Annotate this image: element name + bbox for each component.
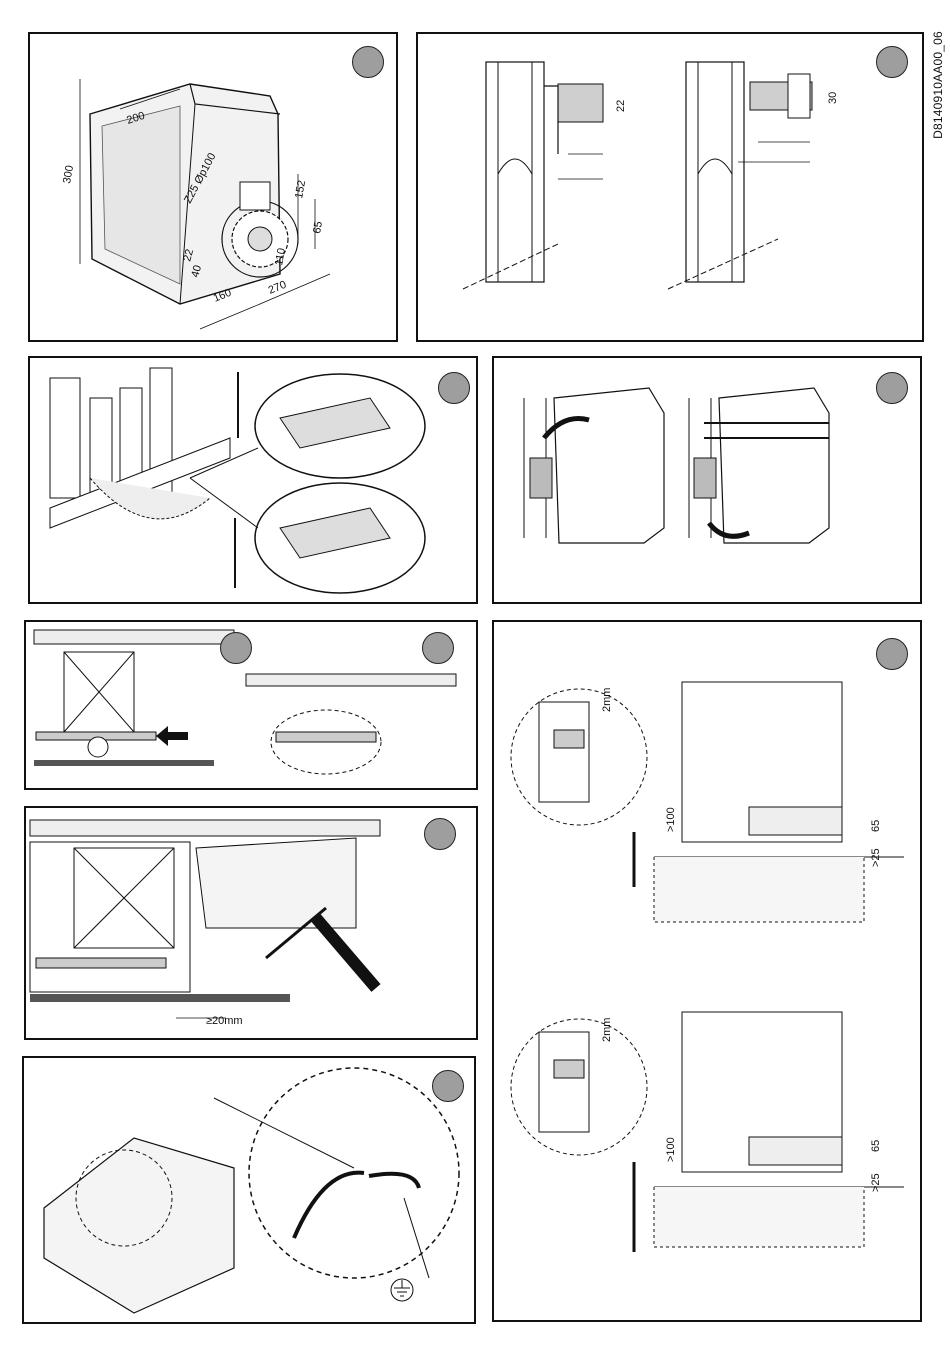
ground-symbol-icon (391, 1279, 413, 1301)
foundation-plate-drawing (30, 358, 478, 604)
dim-270: 270 (267, 279, 289, 297)
step-badge-1 (352, 46, 384, 78)
wiring-drawing (24, 1058, 476, 1324)
rack-gap-label: ≥20mm (206, 1015, 243, 1027)
top-min-depth-label: >100 (665, 807, 677, 832)
panel-wiring (22, 1056, 476, 1324)
panel-foundation-plate (28, 356, 478, 604)
top-gap-label: 2mm (601, 688, 613, 712)
step-badge-2 (876, 46, 908, 78)
bottom-embed-label: >25 (870, 1173, 882, 1192)
base-installation-drawing: 2mm >100 65 >25 2mm >100 65 >25 (494, 622, 922, 1322)
rack-mounting-drawing: 22 30 (418, 34, 924, 342)
step-badge-8 (432, 1070, 464, 1102)
step-badge-5a (220, 632, 252, 664)
panel-motor-dimensions: 300 200 Z25 Øp100 152 65 110 22 40 160 2… (28, 32, 398, 342)
dim-110: 110 (273, 247, 288, 266)
dim-152: 152 (293, 179, 308, 199)
step-badge-3 (438, 372, 470, 404)
panel-base-installation: 2mm >100 65 >25 2mm >100 65 >25 (492, 620, 922, 1322)
bottom-height-label: 65 (870, 1140, 882, 1152)
bottom-min-depth-label: >100 (665, 1137, 677, 1162)
top-height-label: 65 (870, 820, 882, 832)
panel-motor-release (492, 356, 922, 604)
step-badge-6 (424, 818, 456, 850)
rack-dim-30: 30 (827, 92, 839, 104)
dim-65: 65 (311, 220, 325, 234)
motor-release-drawing (494, 358, 922, 604)
rack-alignment-drawing: ≥20mm (26, 808, 478, 1040)
top-embed-label: >25 (870, 848, 882, 867)
bottom-gap-label: 2mm (601, 1018, 613, 1042)
document-code-text: D8140910AA00_06 (931, 31, 945, 139)
dim-height: 300 (61, 164, 76, 184)
rack-dim-22: 22 (615, 100, 627, 112)
motor-dimension-drawing: 300 200 Z25 Øp100 152 65 110 22 40 160 2… (30, 34, 398, 342)
step-badge-5b (422, 632, 454, 664)
panel-rack-fastening (24, 620, 478, 790)
rack-fastening-drawing (26, 622, 478, 790)
panel-rack-mounting: 22 30 (416, 32, 924, 342)
document-code: D8140910AA00_06 (928, 30, 948, 140)
panel-rack-alignment: ≥20mm (24, 806, 478, 1040)
step-badge-4 (876, 372, 908, 404)
step-badge-7 (876, 638, 908, 670)
